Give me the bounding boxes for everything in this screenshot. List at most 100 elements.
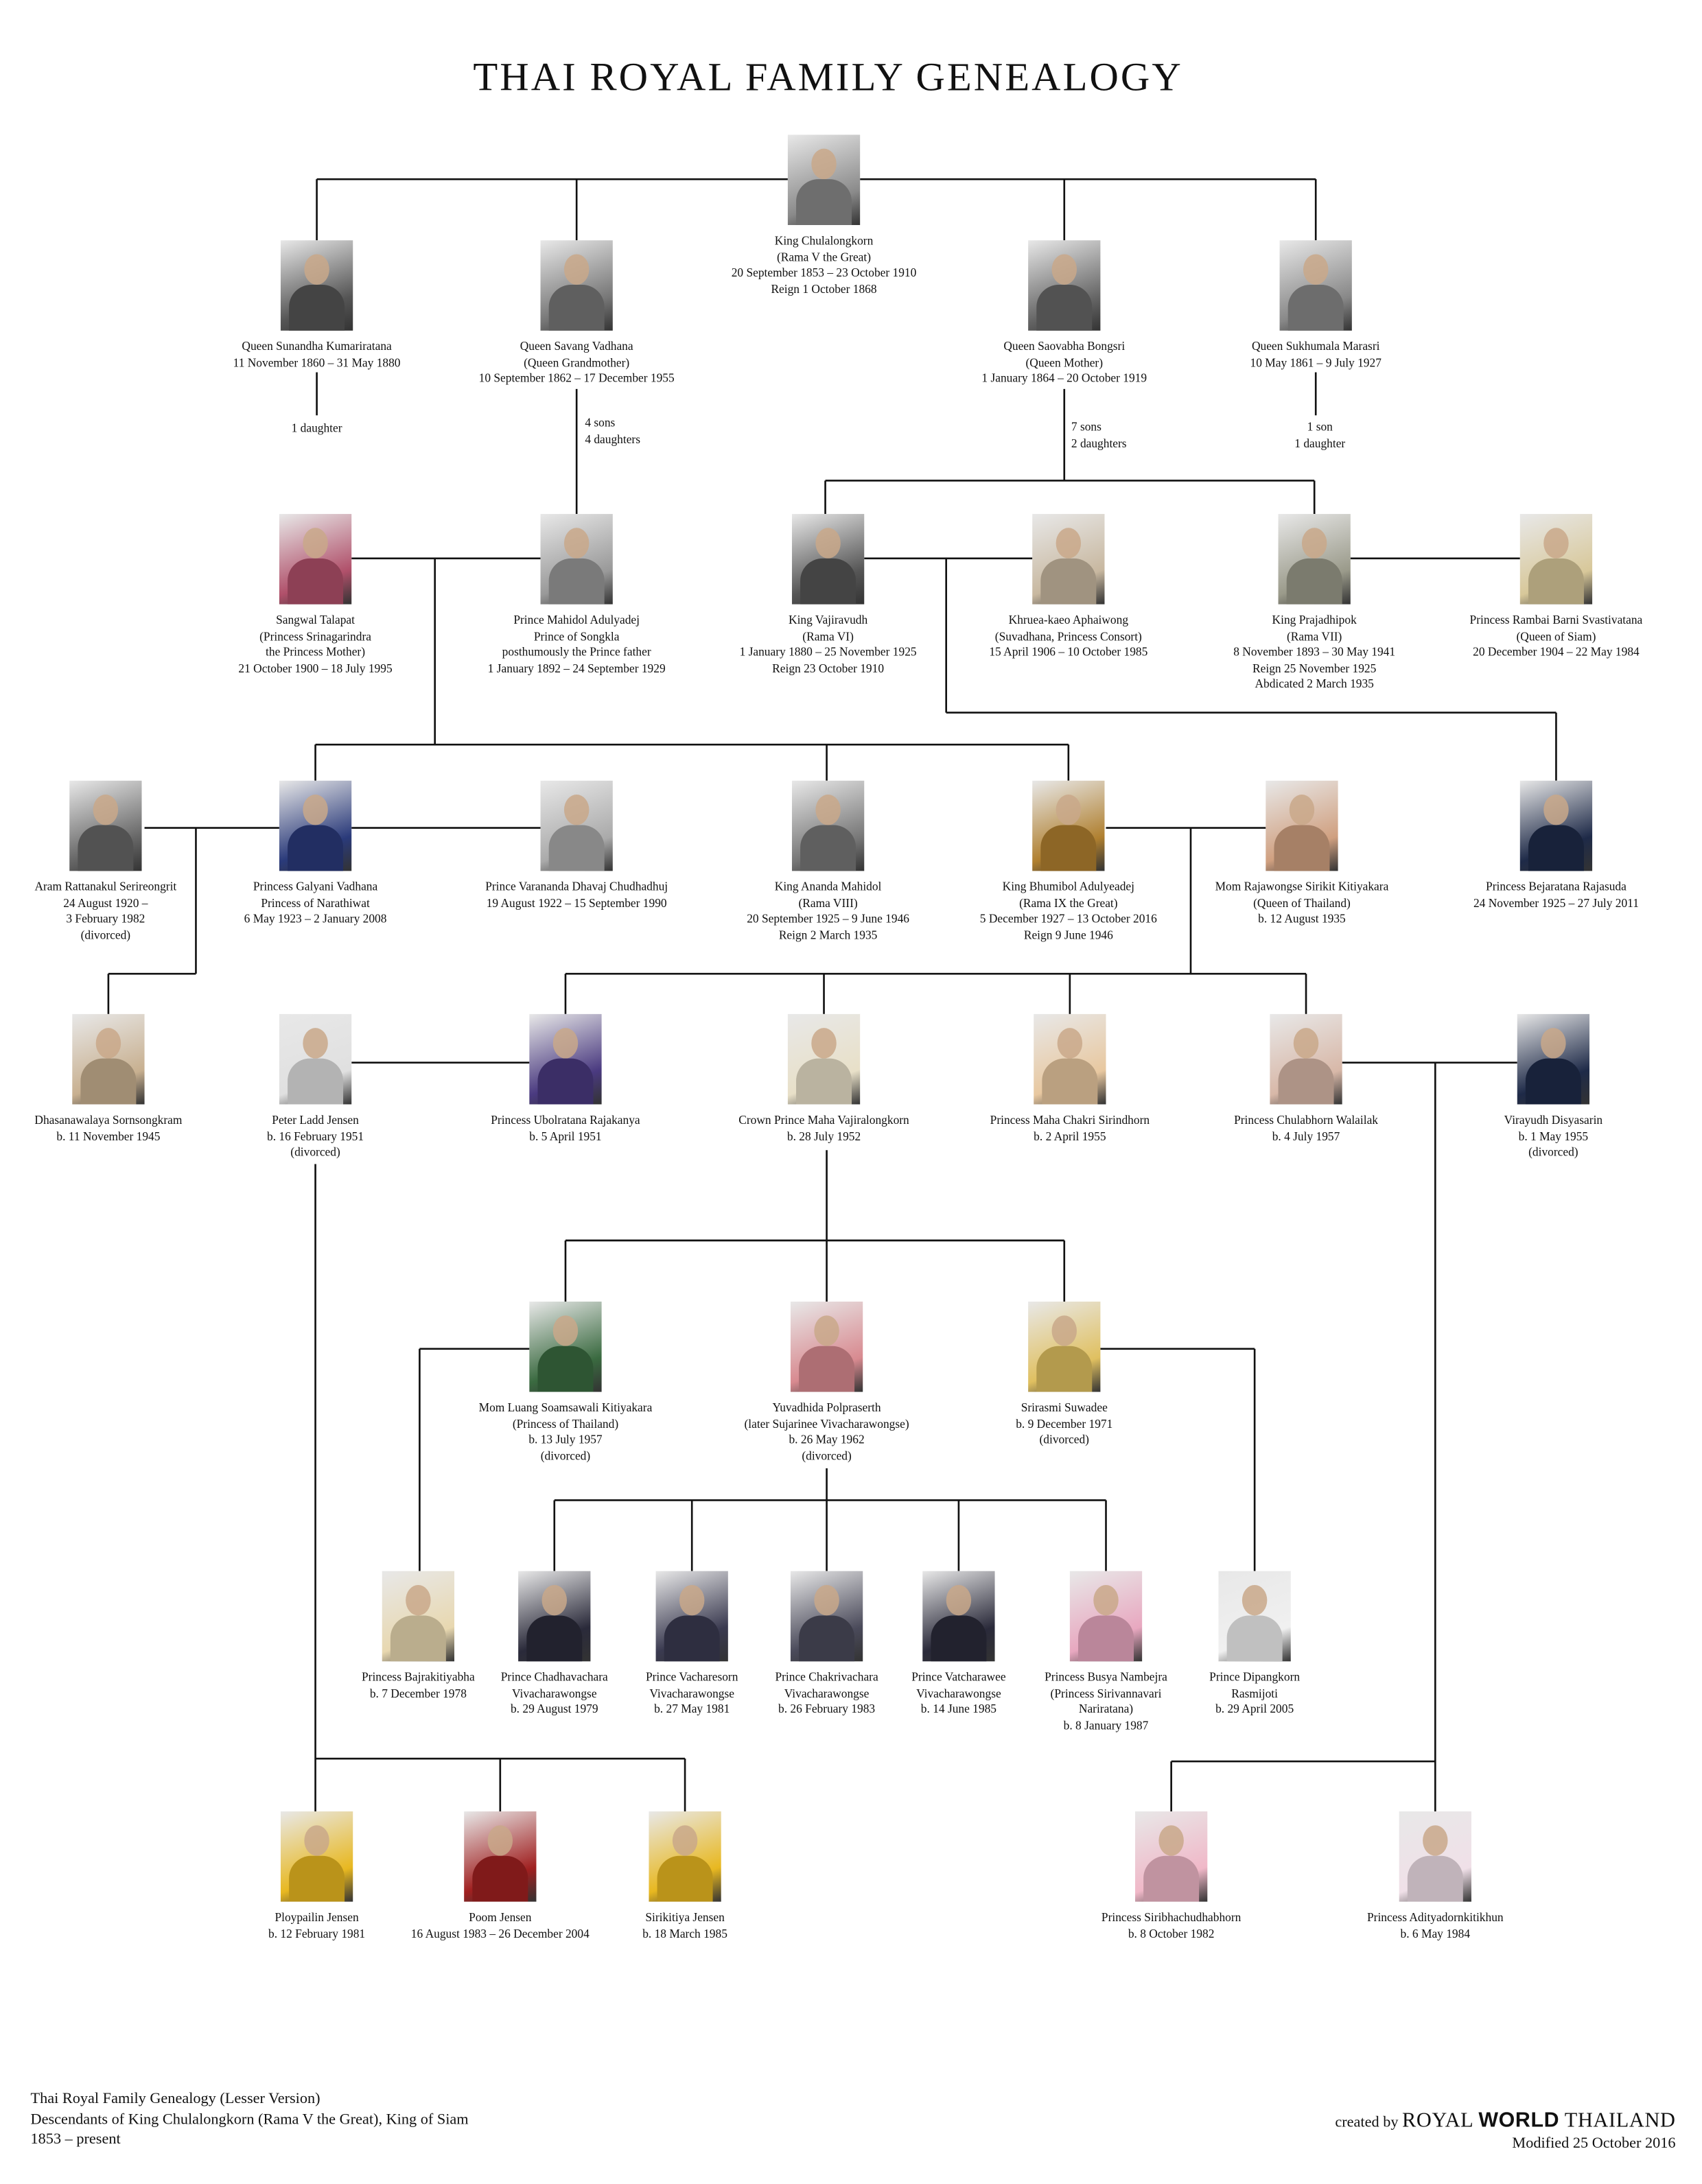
label-line: b. 26 May 1962 <box>789 1432 865 1446</box>
label-line: b. 4 July 1957 <box>1272 1129 1340 1143</box>
label-line: Prince Vacharesorn <box>645 1669 738 1684</box>
label-line: b. 6 May 1984 <box>1400 1926 1471 1940</box>
label-line: 6 May 1923 – 2 January 2008 <box>244 911 387 926</box>
label-line: (Queen Mother) <box>1025 355 1104 369</box>
label-line: (Queen of Siam) <box>1516 629 1596 643</box>
label-line: b. 12 August 1935 <box>1258 911 1346 926</box>
label-line: Prince Dipangkorn <box>1209 1669 1301 1684</box>
label-line: b. 27 May 1981 <box>654 1702 730 1716</box>
portrait-photo <box>518 1571 591 1662</box>
label-line: Peter Ladd Jensen <box>272 1112 359 1127</box>
label-line: Princess of Narathiwat <box>261 895 370 910</box>
label-line: Vivacharawongse <box>916 1685 1001 1700</box>
person-node: Queen Saovabha Bongsri(Queen Mother)1 Ja… <box>925 240 1203 387</box>
person-node: King Chulalongkorn(Rama V the Great)20 S… <box>685 134 963 298</box>
portrait-photo <box>1032 514 1105 604</box>
label-line: b. 11 November 1945 <box>56 1129 161 1143</box>
label-line: Princess Busya Nambejra <box>1045 1669 1167 1684</box>
label-line: 20 September 1925 – 9 June 1946 <box>747 911 910 926</box>
label-line: b. 2 April 1955 <box>1034 1129 1106 1143</box>
portrait-photo <box>464 1811 537 1902</box>
label-line: b. 7 December 1978 <box>369 1685 467 1700</box>
label-line: Prince Chakrivachara <box>775 1669 878 1684</box>
label-line: (divorced) <box>290 1144 340 1159</box>
person-label: Princess Rambai Barni Svastivatana(Queen… <box>1417 613 1695 661</box>
label-line: b. 28 July 1952 <box>786 1129 861 1143</box>
label-line: Princess Ubolratana Rajakanya <box>491 1112 640 1127</box>
label-line: (Princess Sirivannavari <box>1050 1685 1162 1700</box>
label-line: Khruea-kaeo Aphaiwong <box>1008 612 1129 627</box>
label-line: Prince Mahidol Adulyadej <box>513 612 640 627</box>
label-line: 20 September 1853 – 23 October 1910 <box>731 266 917 280</box>
label-line: (Rama IX the Great) <box>1019 895 1118 910</box>
label-line: (Rama VIII) <box>798 895 858 910</box>
note-line: 4 sons <box>585 415 616 430</box>
person-node: King Vajiravudh(Rama VI)1 January 1880 –… <box>689 514 967 677</box>
label-line: Vivacharawongse <box>511 1685 597 1700</box>
person-label: Princess Maha Chakri Sirindhorn b. 2 Apri… <box>931 1113 1209 1145</box>
person-label: Queen Saovabha Bongsri(Queen Mother)1 Ja… <box>925 339 1203 387</box>
footer-line: Thai Royal Family Genealogy (Lesser Vers… <box>30 2090 320 2108</box>
label-line: (Queen of Thailand) <box>1253 895 1351 910</box>
portrait-photo <box>1519 780 1593 871</box>
label-line: Virayudh Disyasarin <box>1504 1112 1603 1127</box>
label-line: King Chulalongkorn <box>774 233 874 248</box>
brand-logo: ROYAL WORLD THAILAND <box>1402 2109 1676 2133</box>
label-line: Reign 23 October 1910 <box>772 661 885 675</box>
label-line: (Queen Grandmother) <box>524 355 630 369</box>
person-label: King Vajiravudh(Rama VI)1 January 1880 –… <box>689 613 967 677</box>
person-label: Poom Jensen 16 August 1983 – 26 December … <box>361 1910 639 1942</box>
label-line: b. 26 February 1983 <box>778 1702 876 1716</box>
label-line: Queen Sukhumala Marasri <box>1251 338 1380 353</box>
label-line: 16 August 1983 – 26 December 2004 <box>410 1926 590 1940</box>
label-line: 21 October 1900 – 18 July 1995 <box>238 661 393 675</box>
person-node: Peter Ladd Jensen b. 16 February 1951(div… <box>176 1013 454 1161</box>
portrait-photo <box>1218 1571 1291 1662</box>
portrait-photo <box>649 1811 721 1902</box>
label-line: Nariratana) <box>1078 1702 1134 1716</box>
label-line: Aram Rattanakul Serireongrit <box>34 879 177 893</box>
label-line: Queen Savang Vadhana <box>520 338 633 353</box>
label-line: b. 16 February 1951 <box>266 1129 364 1143</box>
label-line: b. 9 December 1971 <box>1016 1416 1113 1431</box>
label-line: (divorced) <box>1039 1432 1089 1446</box>
portrait-photo <box>787 134 861 225</box>
label-line: Prince Varananda Dhavaj Chudhadhuj <box>485 879 668 893</box>
person-node: Princess Maha Chakri Sirindhorn b. 2 Apri… <box>931 1013 1209 1145</box>
person-label: King Prajadhipok(Rama VII)8 November 189… <box>1176 613 1454 693</box>
footer-description: Thai Royal Family Genealogy (Lesser Vers… <box>31 2089 469 2150</box>
label-line: Princess Maha Chakri Sirindhorn <box>990 1112 1150 1127</box>
footer-line: Descendants of King Chulalongkorn (Rama … <box>30 2111 469 2128</box>
person-node: Princess Rambai Barni Svastivatana(Queen… <box>1417 514 1695 661</box>
portrait-photo <box>280 240 353 331</box>
label-line: Princess Bajrakitiyabha <box>361 1669 475 1684</box>
label-line: Abdicated 2 March 1935 <box>1255 677 1374 691</box>
portrait-photo <box>791 514 865 604</box>
label-line: Poom Jensen <box>469 1910 532 1924</box>
person-node: Khruea-kaeo Aphaiwong(Suvadhana, Princes… <box>929 514 1207 661</box>
label-line: b. 14 June 1985 <box>920 1702 997 1716</box>
